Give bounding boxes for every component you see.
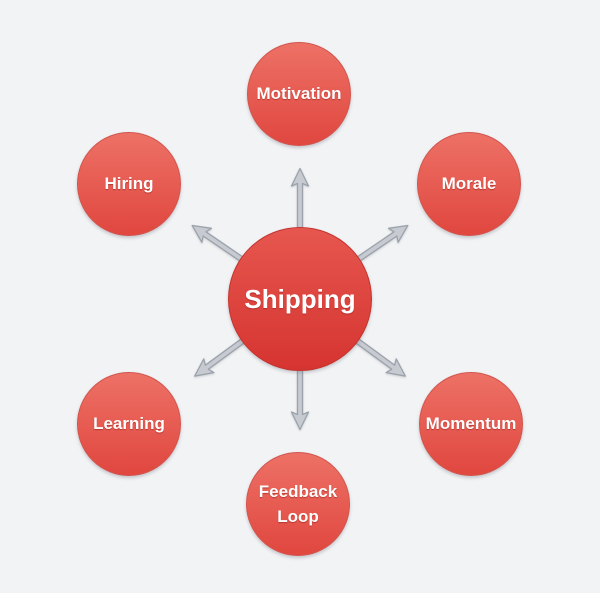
node-morale: Morale (417, 132, 521, 236)
node-shipping: Shipping (228, 227, 372, 371)
node-label: Momentum (425, 414, 517, 434)
node-label: Morale (441, 174, 497, 194)
node-label: Learning (93, 414, 165, 434)
node-label: Hiring (104, 174, 154, 194)
node-label: Shipping (244, 283, 356, 314)
node-learning: Learning (77, 372, 181, 476)
node-momentum: Momentum (419, 372, 523, 476)
node-feedback-loop: Feedback Loop (246, 452, 350, 556)
node-label: Feedback Loop (258, 481, 338, 527)
node-motivation: Motivation (247, 42, 351, 146)
node-label: Motivation (256, 84, 342, 104)
node-hiring: Hiring (77, 132, 181, 236)
